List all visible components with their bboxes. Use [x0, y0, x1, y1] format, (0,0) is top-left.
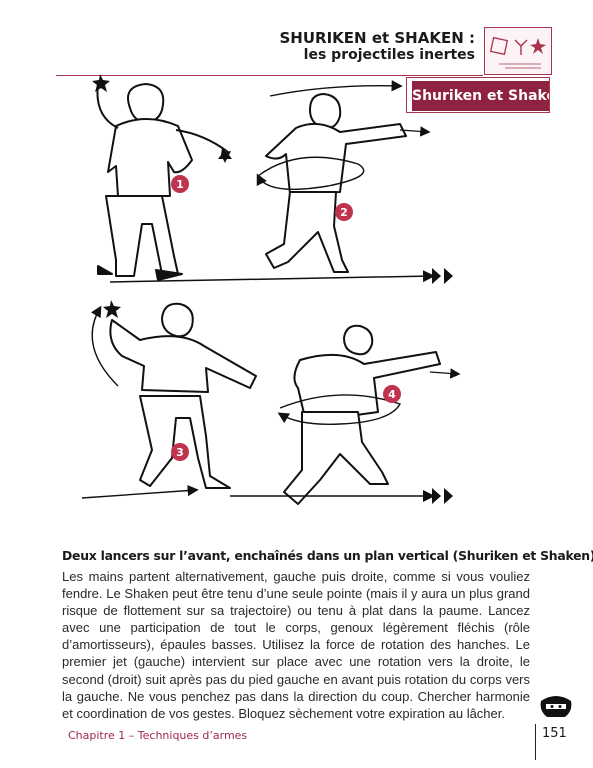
article-body: Les mains partent alternativement, gauch…: [62, 569, 530, 721]
page-number: 151: [542, 726, 567, 741]
ninja-icon: [540, 696, 572, 717]
svg-text:4: 4: [388, 388, 396, 401]
figure-3-thrower: [109, 302, 257, 489]
step-badge-3: 3: [171, 443, 189, 461]
step-badge-1: 1: [171, 175, 189, 193]
chapter-heading: SHURIKEN et SHAKEN : les projectiles ine…: [280, 30, 476, 64]
heading-line-1: SHURIKEN et SHAKEN :: [279, 29, 476, 47]
section-tag: Shuriken et Shaken 3: [406, 77, 581, 113]
svg-text:1: 1: [176, 178, 184, 191]
article-title: Deux lancers sur l’avant, enchaînés dans…: [62, 548, 593, 563]
figure-4-thrower: [283, 324, 441, 505]
step-badge-4: 4: [383, 385, 401, 403]
throwing-sequence-illustration: 1 2 3 4: [81, 74, 461, 505]
footer-divider: [535, 724, 536, 760]
figure-1-thrower: [96, 83, 229, 281]
article: Deux lancers sur l’avant, enchaînés dans…: [62, 547, 593, 722]
heading-line-2: les projectiles inertes: [303, 47, 475, 63]
figure-2-thrower: [265, 93, 407, 273]
shuriken-mark-1: [92, 74, 110, 92]
header-divider: [56, 75, 483, 76]
weapons-icon: [484, 27, 552, 75]
step-badge-2: 2: [335, 203, 353, 221]
svg-text:2: 2: [340, 206, 348, 219]
svg-text:3: 3: [176, 446, 184, 459]
direction-arrow-2: [432, 488, 453, 504]
direction-arrow-1: [432, 268, 453, 284]
chapter-footer: Chapitre 1 – Techniques d’armes: [68, 729, 248, 742]
